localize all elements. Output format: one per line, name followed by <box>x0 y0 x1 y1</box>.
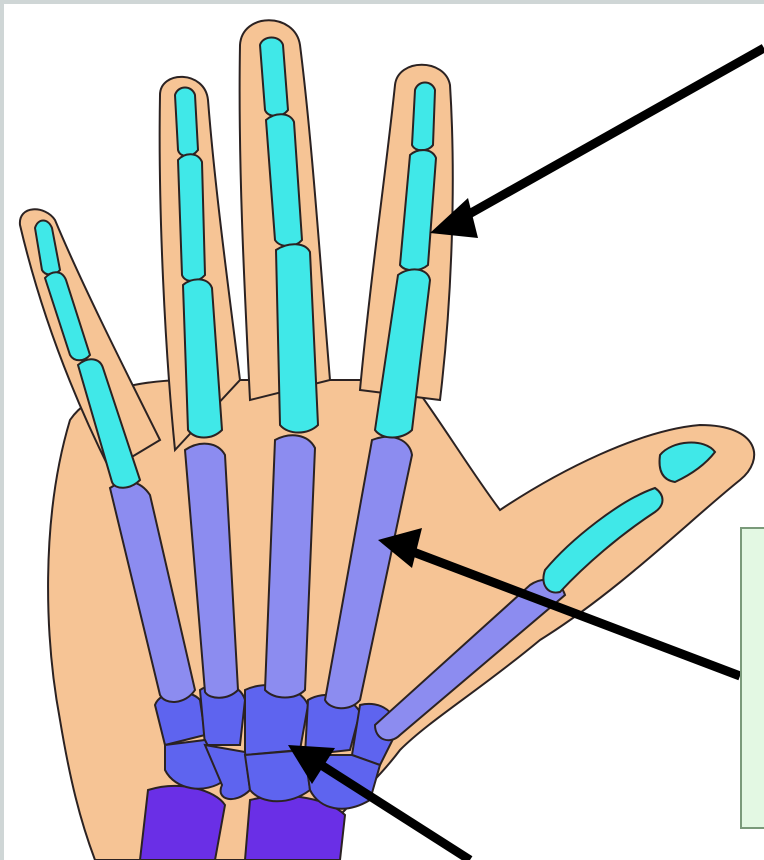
phalanges-arrow <box>430 48 764 238</box>
phalanx-bone <box>276 244 318 432</box>
phalanx-bone <box>260 38 288 117</box>
phalanx-bone <box>412 83 435 151</box>
label-box <box>740 527 764 829</box>
phalanx-bone <box>175 88 198 157</box>
phalanx-bone <box>178 154 205 281</box>
ulna-bone <box>140 786 225 860</box>
